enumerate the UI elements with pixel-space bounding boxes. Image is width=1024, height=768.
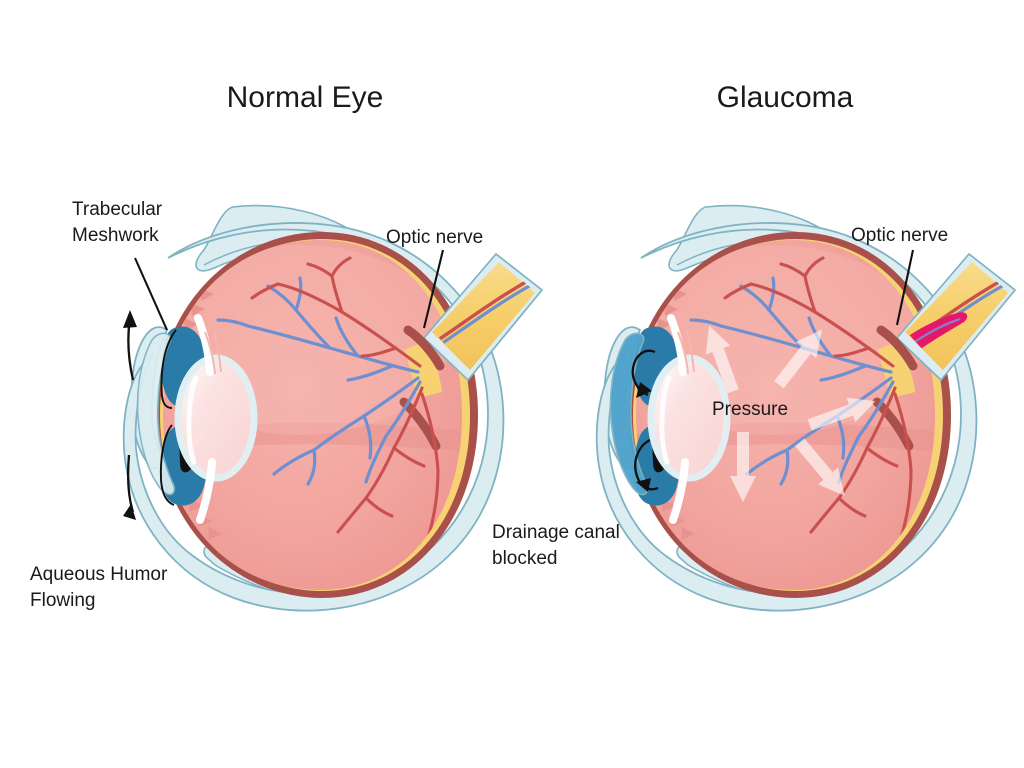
leader-optic-nerve-normal: [422, 249, 445, 329]
zonule-lower: [196, 458, 216, 524]
lens: [174, 354, 258, 482]
optic-disc: [404, 344, 442, 398]
retinal-vessels-normal: [216, 256, 440, 540]
optic-nerve-damage-vessel: [905, 317, 961, 359]
iris-curl-upper: [160, 329, 177, 409]
label-optic-nerve-glaucoma: Optic nerve: [851, 225, 948, 246]
label-trabecular-meshwork-line2: Meshwork: [72, 225, 159, 246]
zonule-fiber-a: [204, 331, 216, 375]
zonule-upper: [194, 314, 214, 376]
lens-highlight: [186, 375, 199, 465]
retinal-veins: [216, 276, 422, 486]
retinal-vessels-glaucoma: [689, 256, 913, 540]
panel-title-normal: Normal Eye: [227, 81, 384, 114]
label-drainage-blocked-line2: blocked: [492, 548, 558, 569]
pressure-arrow-5: [730, 432, 756, 502]
panel-title-glaucoma: Glaucoma: [717, 81, 854, 114]
zonule-fiber-b: [213, 329, 222, 373]
leader-trabecular: [134, 257, 168, 331]
label-pressure: Pressure: [712, 399, 788, 420]
glaucoma-eye-illustration: [595, 204, 1017, 612]
zonule-upper-glaucoma: [667, 314, 687, 376]
aqueous-flow-arrows: [123, 310, 137, 520]
iris-curl-lower: [159, 424, 175, 506]
pressure-arrow-2: [774, 329, 823, 389]
optic-disc-glaucoma: [877, 344, 915, 398]
optic-disc-rim-upper-glaucoma: [876, 325, 918, 371]
retina-vitreous: [163, 240, 462, 590]
label-drainage-blocked-line1: Drainage canal: [492, 522, 620, 543]
label-optic-nerve-normal: Optic nerve: [386, 227, 483, 248]
zonule-fiber-a-glaucoma: [677, 331, 689, 375]
blocked-arrowhead-upper: [636, 382, 652, 398]
zonule-fiber-b-glaucoma: [686, 329, 695, 373]
blocked-flow-arrows: [631, 349, 659, 492]
optic-disc-rim-upper: [403, 325, 445, 371]
label-aqueous-humor-line2: Flowing: [30, 590, 95, 611]
normal-eye-illustration: [122, 204, 544, 612]
blocked-arrowhead-lower: [636, 478, 651, 492]
pressure-arrow-4: [795, 438, 845, 496]
flow-arrowhead-up: [123, 310, 137, 328]
flow-arrowhead-down: [123, 504, 136, 520]
lens-glaucoma: [647, 354, 731, 482]
lens-highlight-glaucoma: [659, 375, 672, 465]
pressure-arrows: [705, 325, 876, 502]
label-trabecular-meshwork-line1: Trabecular: [72, 199, 163, 220]
zonule-lower-glaucoma: [669, 458, 689, 524]
label-aqueous-humor-line1: Aqueous Humor: [30, 564, 168, 585]
pressure-arrow-1: [705, 325, 739, 394]
optic-nerve-vessels: [432, 272, 536, 360]
pressure-arrow-3: [807, 397, 876, 431]
leader-optic-nerve-glaucoma: [895, 249, 915, 326]
